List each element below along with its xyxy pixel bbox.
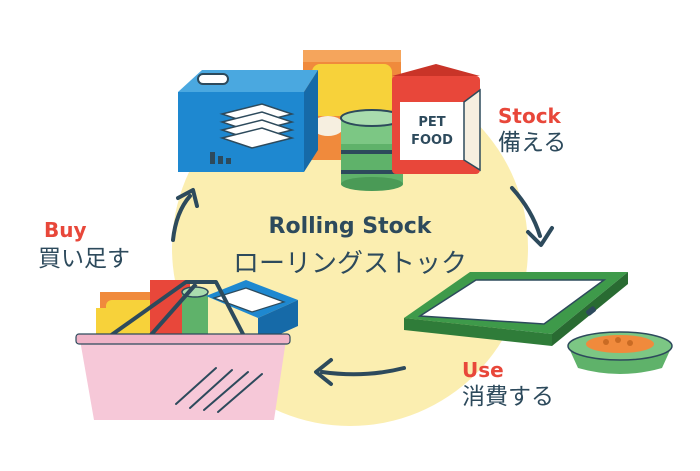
stock-label-english: Stock xyxy=(498,104,561,128)
center-title-japanese: ローリングストック xyxy=(232,249,467,279)
stock-label-japanese: 備える xyxy=(498,130,567,156)
cycle-arrow-buy-to-stock xyxy=(171,188,199,242)
litter-tray-icon xyxy=(404,272,628,346)
buy-label-english: Buy xyxy=(44,218,87,242)
use-label-japanese: 消費する xyxy=(462,384,554,410)
shopping-basket-icon xyxy=(75,280,298,420)
buy-label-japanese: 買い足す xyxy=(38,246,130,272)
pet-sheet-box-icon xyxy=(178,70,318,172)
pet-food-label-line2: FOOD xyxy=(411,133,453,148)
use-label-english: Use xyxy=(462,358,504,382)
pet-food-bag-icon: PET FOOD xyxy=(392,64,481,174)
pet-food-bowl-icon xyxy=(567,331,673,374)
cycle-arrow-use-to-buy xyxy=(314,358,406,386)
cycle-arrow-stock-to-use xyxy=(510,186,554,247)
center-title-english: Rolling Stock xyxy=(268,214,432,239)
pet-food-label-line1: PET xyxy=(418,115,445,130)
